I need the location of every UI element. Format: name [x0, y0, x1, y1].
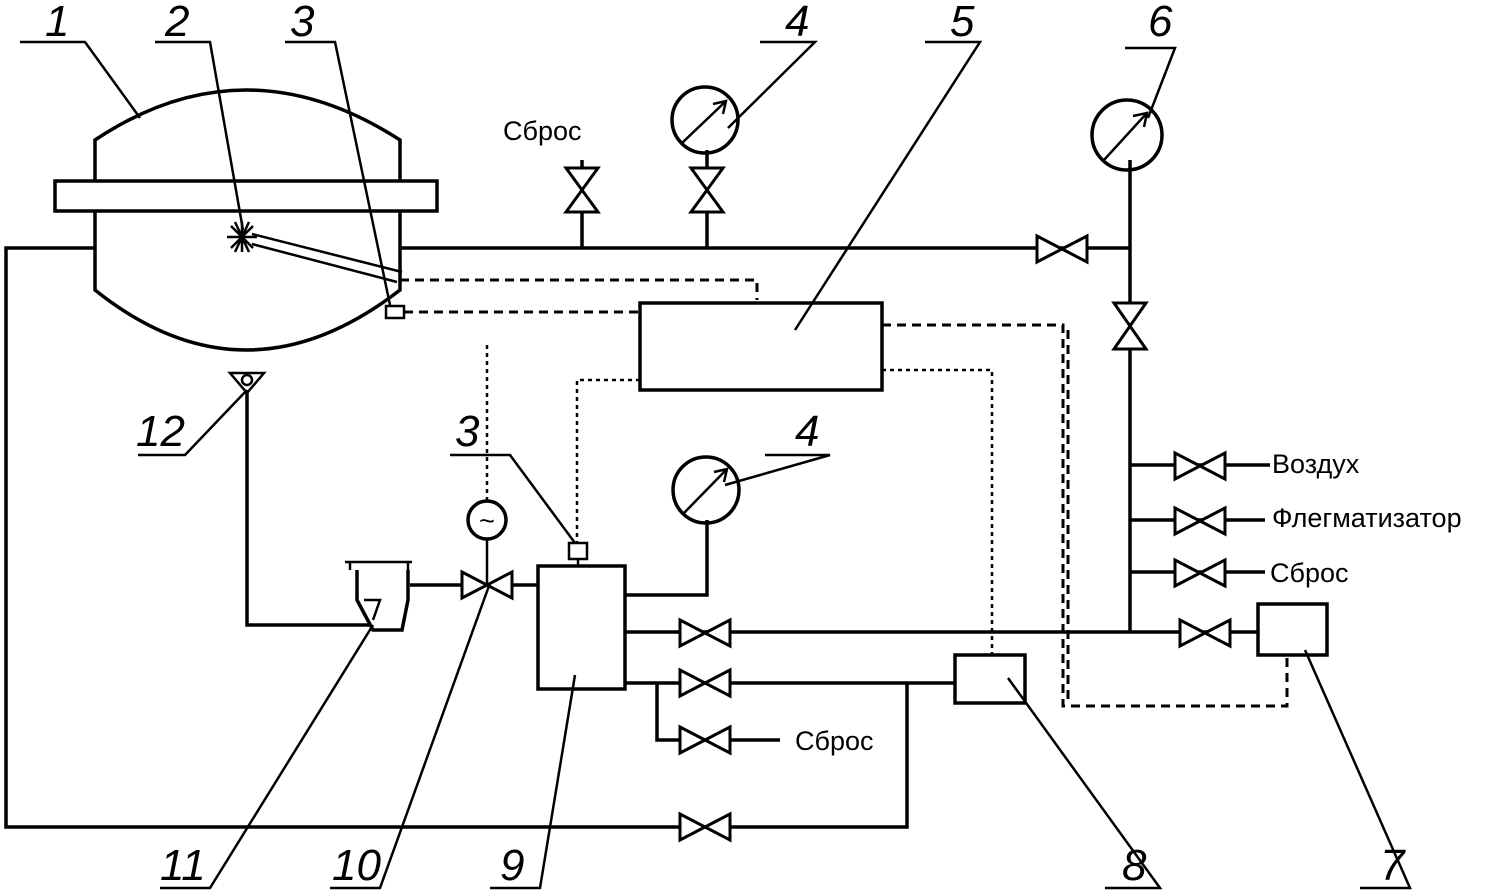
valve-right-vertical[interactable]: [1111, 301, 1149, 351]
box-5: [638, 301, 884, 392]
text-sbros-top: Сброс: [503, 116, 582, 146]
number-9: 9: [500, 841, 524, 890]
number-10: 10: [332, 841, 381, 890]
element-11: [345, 560, 412, 632]
valve-vozduh[interactable]: [1173, 450, 1227, 482]
number-2: 2: [164, 0, 189, 46]
text-sbros-right: Сброс: [1270, 558, 1349, 588]
valve-gauge-4-top[interactable]: [688, 166, 726, 214]
valve-sbros-right[interactable]: [1173, 557, 1227, 589]
number-5: 5: [950, 0, 975, 46]
number-3-mid: 3: [455, 407, 480, 456]
signal-lines: [400, 278, 1289, 708]
valve-box-9-lower[interactable]: [678, 667, 732, 699]
box-8: [953, 653, 1027, 705]
text-flegmatizator: Флегматизатор: [1272, 503, 1462, 533]
valve-flegmatizator[interactable]: [1173, 505, 1227, 537]
generator-symbol: ~: [466, 499, 508, 541]
valve-sbros-top[interactable]: [563, 166, 601, 214]
number-1: 1: [45, 0, 69, 46]
leader-lines: [20, 40, 1412, 890]
gauge-4-bottom: [671, 455, 741, 525]
gauge-6: [1090, 98, 1164, 172]
number-8: 8: [1122, 841, 1147, 890]
box-7: [1256, 602, 1329, 657]
valve-main-line[interactable]: [1035, 233, 1089, 265]
generator-glyph: ~: [479, 506, 495, 536]
valve-bottom-loop[interactable]: [678, 811, 732, 843]
number-4-mid: 4: [795, 407, 819, 456]
number-3-top: 3: [290, 0, 315, 46]
vessel-1: [53, 88, 439, 352]
text-vozduh: Воздух: [1272, 449, 1360, 479]
element-12: [227, 371, 267, 395]
number-4-top: 4: [785, 0, 809, 46]
valve-to-box-7[interactable]: [1178, 617, 1232, 649]
number-11: 11: [160, 841, 206, 890]
igniter-2: [227, 221, 403, 284]
gauge-4-top: [670, 85, 740, 155]
text-sbros-bottom: Сброс: [795, 726, 874, 756]
valve-box-9-upper[interactable]: [678, 617, 732, 649]
sensor-3-box-9: [567, 541, 589, 561]
number-6: 6: [1148, 0, 1173, 46]
sensor-3-vessel: [384, 304, 406, 320]
box-9: [536, 564, 627, 691]
valve-sbros-bottom[interactable]: [678, 724, 732, 756]
number-12: 12: [136, 407, 185, 456]
number-7: 7: [1380, 841, 1406, 890]
valve-10[interactable]: [460, 569, 514, 601]
